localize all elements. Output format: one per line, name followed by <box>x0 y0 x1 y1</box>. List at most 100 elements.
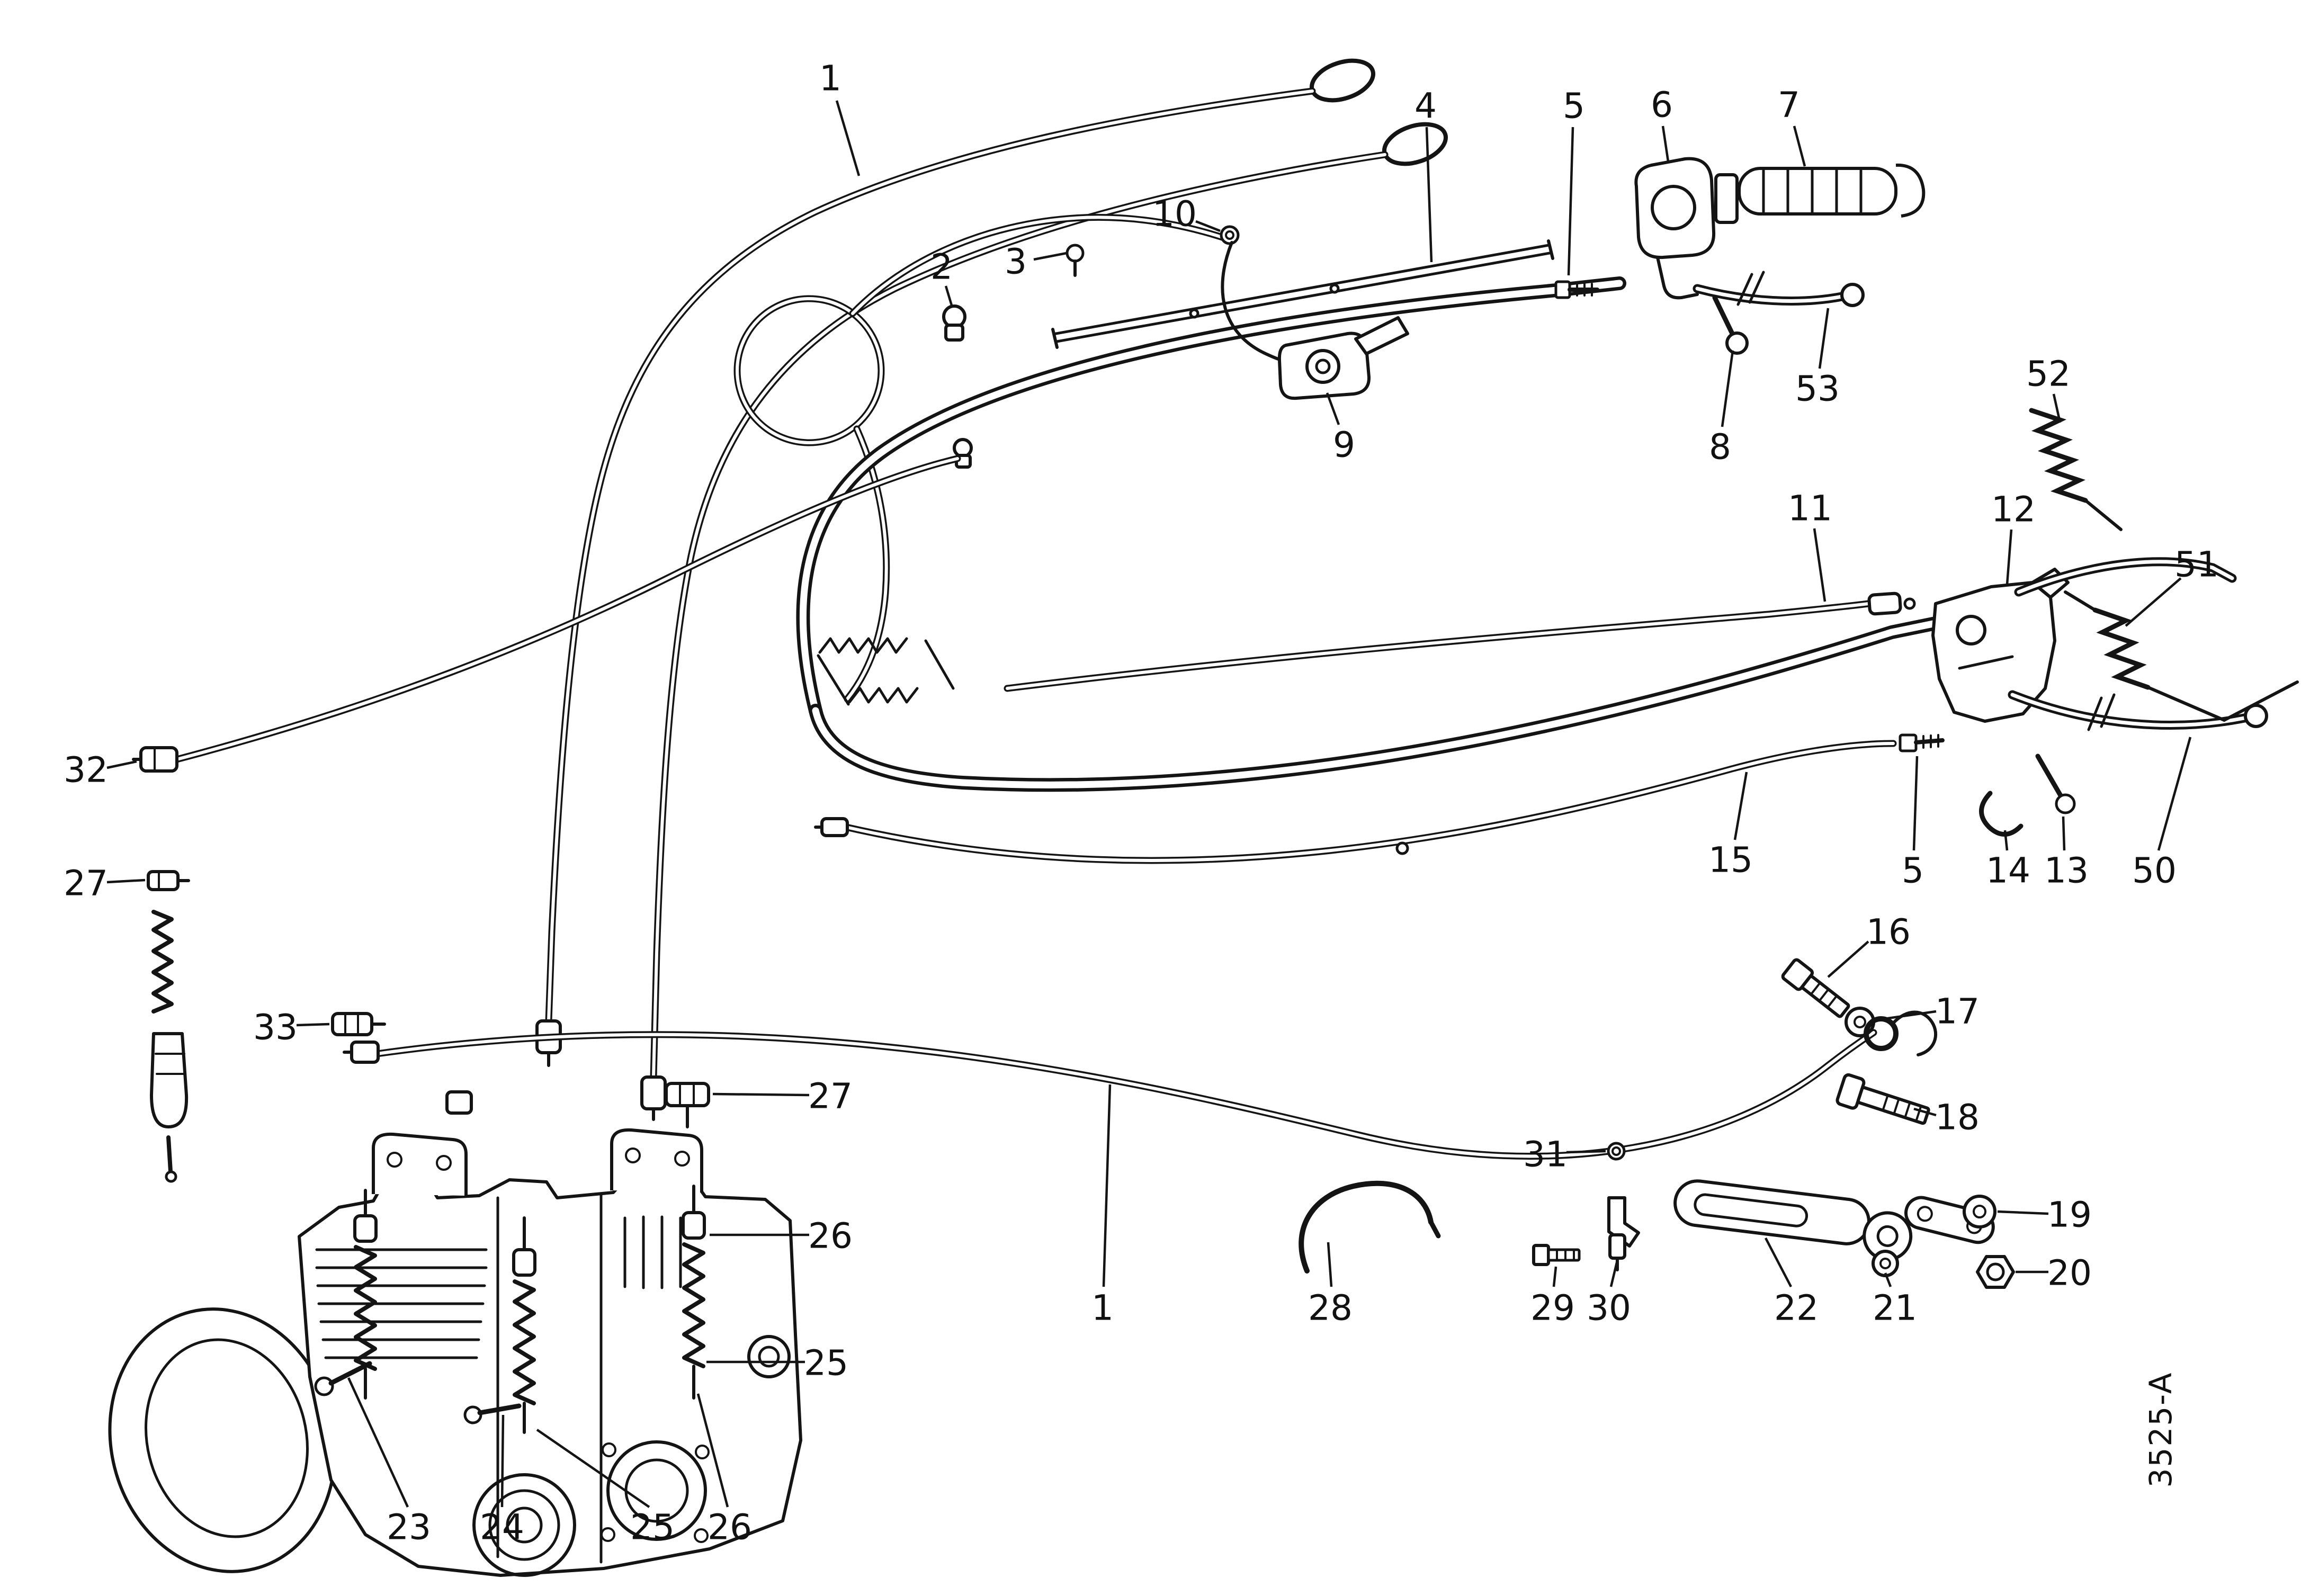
bracket-1-hole-b <box>436 1155 452 1171</box>
grip-collar <box>1714 173 1739 224</box>
rod-clamp-9-tab <box>1354 316 1409 355</box>
crankcase-hub <box>506 1507 543 1544</box>
washer-17-hole <box>1854 1016 1866 1028</box>
spring-52 <box>2029 408 2088 503</box>
leader-5-mid <box>1912 756 1919 851</box>
cable-1-bottom <box>377 1033 1874 1156</box>
bolt-24-head <box>463 1405 482 1424</box>
bolt-29-head <box>1532 1244 1550 1266</box>
callout-20: 20 <box>2047 1253 2092 1294</box>
cable-1-end-barrel <box>350 1041 380 1064</box>
leader-23 <box>347 1377 409 1508</box>
callout-5-top: 5 <box>1563 86 1585 127</box>
clip-14 <box>1979 791 2024 837</box>
leader-51 <box>2125 577 2182 627</box>
handlebar-tube-upper <box>803 283 1619 711</box>
spring-51-hook-lower <box>2146 686 2226 722</box>
lever-blade-50 <box>2012 695 2244 725</box>
callout-22: 22 <box>1774 1288 1819 1329</box>
callout-19: 19 <box>2047 1195 2092 1235</box>
leader-1-bottom <box>1102 1084 1112 1287</box>
handlebar-grip-7 <box>1738 167 1897 216</box>
steering-clamp-serration-2 <box>848 687 919 704</box>
grommet-upper-base <box>944 324 964 342</box>
callout-25-mid: 25 <box>804 1343 848 1384</box>
stud-1-barrel <box>353 1214 378 1243</box>
leader-53 <box>1818 308 1830 369</box>
nut-10-hole <box>1225 230 1234 240</box>
crankcase-opening-inner <box>488 1489 560 1561</box>
rod-end-cap-left <box>1051 328 1059 349</box>
leader-7 <box>1793 125 1806 167</box>
callout-18: 18 <box>1935 1097 1980 1138</box>
leader-21 <box>1884 1272 1892 1287</box>
stud-2-barrel <box>512 1248 536 1277</box>
bolt-16-threads <box>1810 981 1838 1009</box>
leader-11 <box>1813 528 1827 602</box>
callout-6: 6 <box>1651 85 1673 125</box>
bracket-1-hole-a <box>387 1152 402 1168</box>
elbow-30-barrel <box>1608 1233 1626 1260</box>
cable-end-barrel-2 <box>640 1075 667 1110</box>
adjuster-27-mid-lines <box>679 1082 695 1107</box>
side-adjuster-boss-hole <box>758 1346 780 1368</box>
nut-20 <box>1976 1255 2015 1289</box>
callout-13: 13 <box>2044 850 2089 891</box>
callout-31: 31 <box>1523 1134 1568 1175</box>
callout-5-mid: 5 <box>1902 850 1924 891</box>
callout-3: 3 <box>1005 241 1027 282</box>
lever-ball-end-53 <box>1840 283 1865 307</box>
callout-4: 4 <box>1414 86 1437 127</box>
left-cable-pin-ball <box>165 1170 177 1183</box>
bolt-23-shaft <box>328 1361 372 1386</box>
adjuster-27-mid <box>665 1082 710 1107</box>
left-cable-pin <box>166 1135 173 1173</box>
guide-wire-28-end <box>1428 1220 1441 1239</box>
bolt-18 <box>1836 1073 1930 1125</box>
throttle-lever-22 <box>1673 1179 1913 1261</box>
leader-31 <box>1566 1150 1606 1154</box>
link-plate-body <box>1904 1196 1995 1244</box>
callout-52: 52 <box>2026 354 2071 394</box>
blade-50-break-2 <box>2100 693 2116 728</box>
leader-25-bottom <box>536 1429 650 1508</box>
screw-13-head <box>2055 793 2076 814</box>
washer-21-hole <box>1879 1258 1891 1269</box>
grip-end-flange <box>1895 163 1926 218</box>
callout-17: 17 <box>1935 991 1980 1032</box>
callout-26-mid: 26 <box>808 1216 853 1257</box>
cable-15-hole-marker <box>1395 841 1409 855</box>
leader-14 <box>2003 830 2009 851</box>
rod-clamp-9-pin <box>1315 358 1331 374</box>
leader-1-top <box>835 100 861 176</box>
screw-3 <box>1066 244 1085 263</box>
callout-1-top: 1 <box>819 58 841 99</box>
screw-13-shaft <box>2035 754 2064 799</box>
callout-33: 33 <box>253 1007 298 1048</box>
bolt-18-shaft <box>1856 1086 1930 1125</box>
guide-wire-28 <box>1299 1180 1434 1274</box>
leader-12 <box>2005 529 2013 585</box>
adjuster-33 <box>331 1012 373 1036</box>
lever-bracket-12-bore <box>1956 615 1986 645</box>
lever-22-boss-hole <box>1876 1225 1899 1247</box>
nut-20-hole <box>1986 1262 2005 1281</box>
bottom-throttle-cable <box>343 1033 1874 1156</box>
left-adjuster-boot <box>150 1032 189 1128</box>
cable-11-nipple <box>1903 597 1916 610</box>
bolt-18-threads <box>1882 1094 1922 1123</box>
left-boot-ribs <box>155 1053 186 1075</box>
callout-32: 32 <box>64 750 108 791</box>
leader-24 <box>500 1414 505 1508</box>
eyelet-loop-wire <box>1892 1010 1938 1056</box>
cable-adjuster-cap <box>445 1090 473 1115</box>
callout-27-mid: 27 <box>808 1076 853 1117</box>
choke-cable-left <box>132 459 957 1183</box>
steering-clamp-serration-1 <box>818 637 908 654</box>
leader-32 <box>106 760 137 769</box>
flange-bolt-4 <box>694 1528 709 1543</box>
nut-31-hole <box>1611 1146 1621 1156</box>
callout-15: 15 <box>1708 840 1753 881</box>
cable-11-end-barrel <box>1867 591 1902 616</box>
